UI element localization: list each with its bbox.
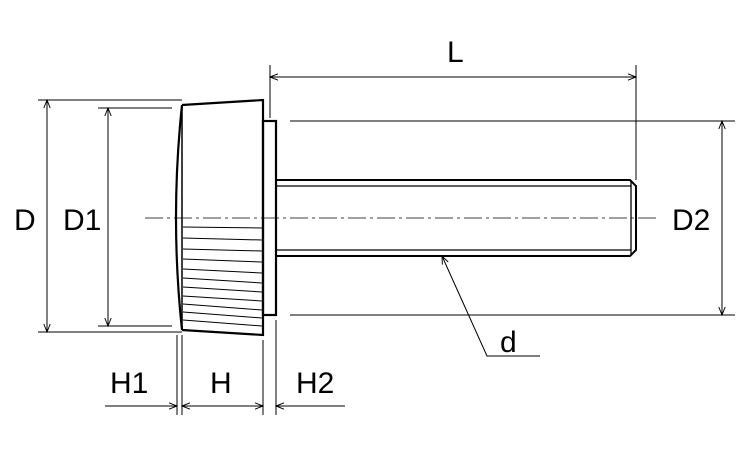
knurl-lines [182,226,263,327]
label-d: d [500,326,517,359]
leader-d [441,254,540,357]
label-H: H [210,367,232,400]
label-D: D [14,204,36,237]
label-D2: D2 [672,204,710,237]
extension-lines [38,65,735,415]
threaded-shank [276,179,637,257]
dimension-lines [43,73,726,410]
label-D1: D1 [63,204,101,237]
label-H1: H1 [110,367,148,400]
label-L: L [447,36,464,69]
label-H2: H2 [296,367,334,400]
